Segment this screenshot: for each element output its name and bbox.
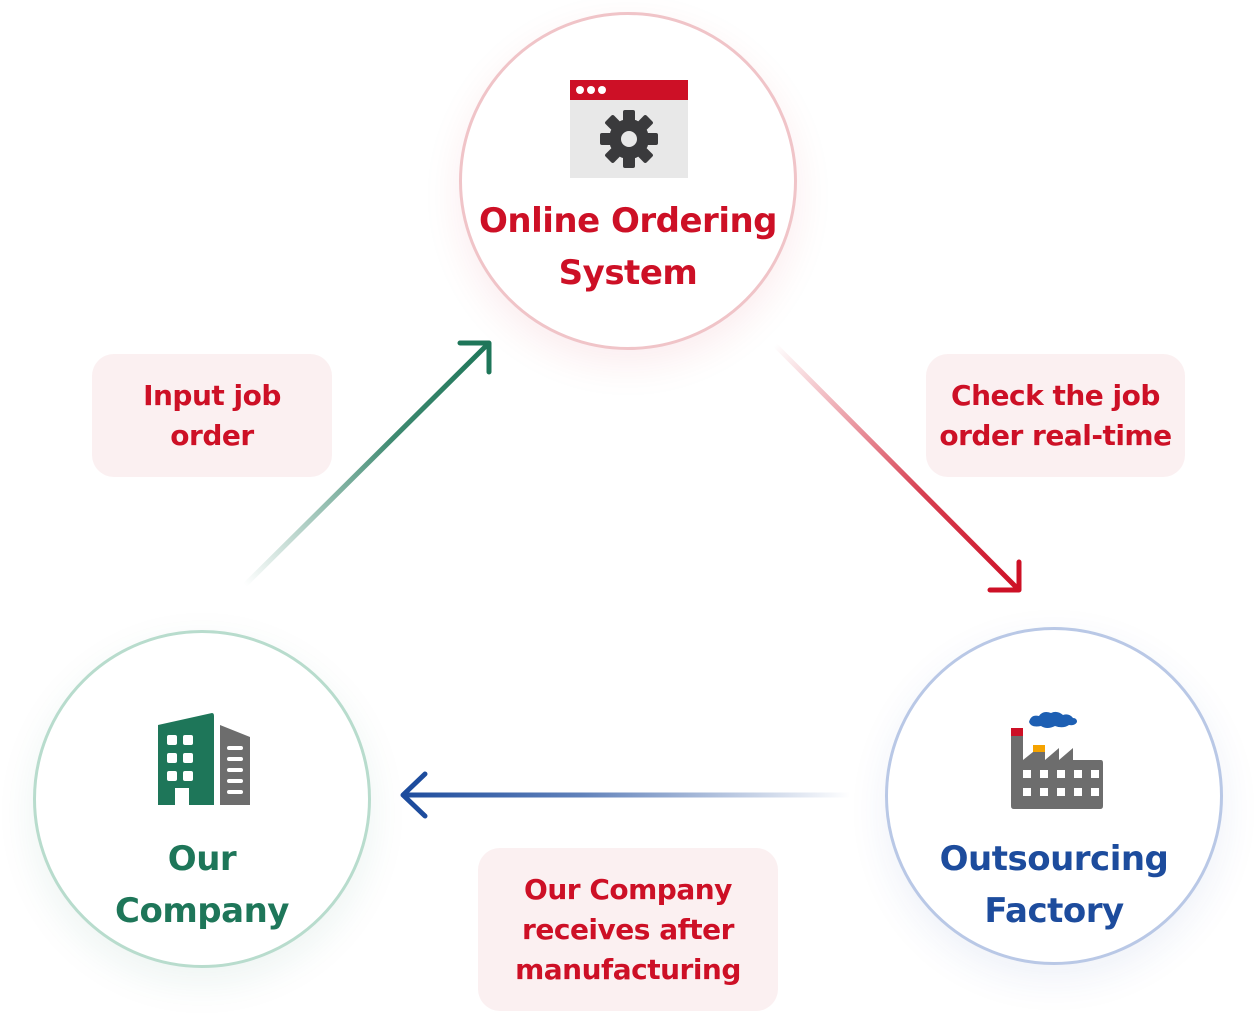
arrow-receives-after-manufacturing	[400, 771, 853, 819]
node-outsourcing-factory: Outsourcing Factory	[885, 627, 1223, 965]
node-online-ordering-system: Online Ordering System	[459, 12, 797, 350]
node-title: Outsourcing Factory	[939, 839, 1169, 931]
browser-gear-icon	[570, 80, 688, 182]
edge-label-text: Input job order	[143, 378, 281, 452]
edge-label-input-job-order: Input job order	[92, 354, 332, 477]
arrow-check-job-order	[772, 342, 1022, 593]
factory-icon	[1007, 710, 1105, 814]
office-building-icon	[156, 713, 252, 811]
arrow-input-job-order	[242, 340, 492, 588]
edge-label-check-job-order: Check the job order real-time	[926, 354, 1185, 477]
edge-label-receives-after-manufacturing: Our Company receives after manufacturing	[478, 848, 778, 1011]
node-title: Online Ordering System	[478, 201, 778, 293]
node-our-company: Our Company	[33, 630, 371, 968]
edge-label-text: Our Company receives after manufacturing	[515, 872, 741, 986]
edge-label-text: Check the job order real-time	[939, 378, 1172, 452]
node-title: Our Company	[115, 839, 289, 931]
